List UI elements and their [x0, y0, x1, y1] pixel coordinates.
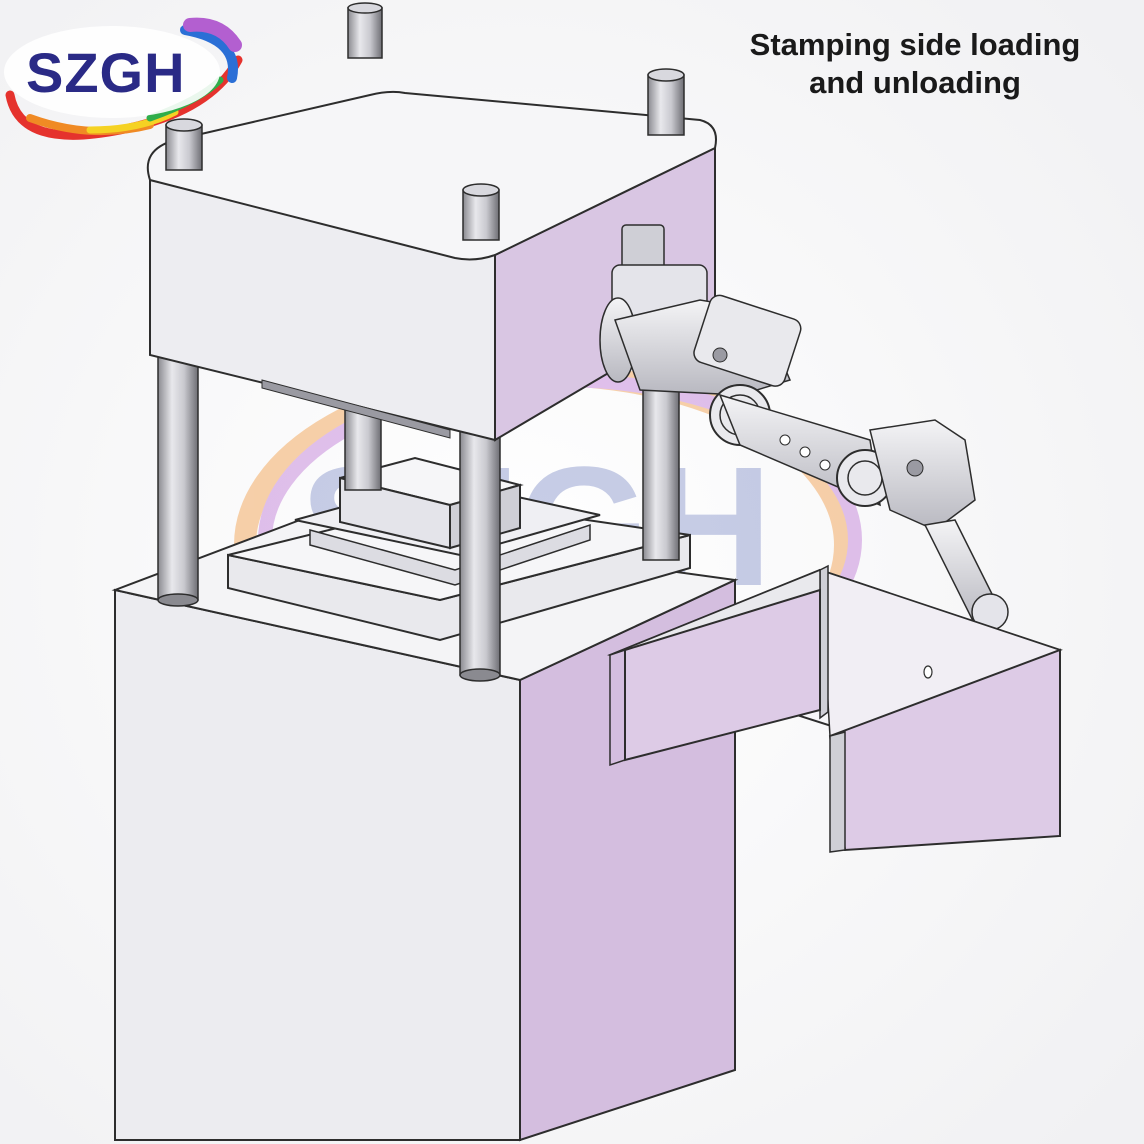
- robot-wrist-housing: [869, 419, 976, 531]
- caption-line-2: and unloading: [809, 65, 1021, 100]
- szgh-logo: SZGH: [4, 17, 243, 140]
- caption: Stamping side loading and unloading: [700, 26, 1130, 102]
- robot-arm: [599, 224, 1009, 631]
- rack-left-side: [609, 648, 626, 767]
- rack-hole: [923, 665, 933, 679]
- logo-text: SZGH: [26, 41, 186, 104]
- press-crown: [146, 90, 717, 442]
- pillar-caps: [165, 2, 685, 241]
- caption-line-1: Stamping side loading: [749, 27, 1081, 62]
- robot-mount-bracket: [621, 224, 665, 271]
- material-rack: [607, 564, 1063, 853]
- crown-top-face: [146, 90, 717, 261]
- rack-front-wall: [624, 588, 821, 762]
